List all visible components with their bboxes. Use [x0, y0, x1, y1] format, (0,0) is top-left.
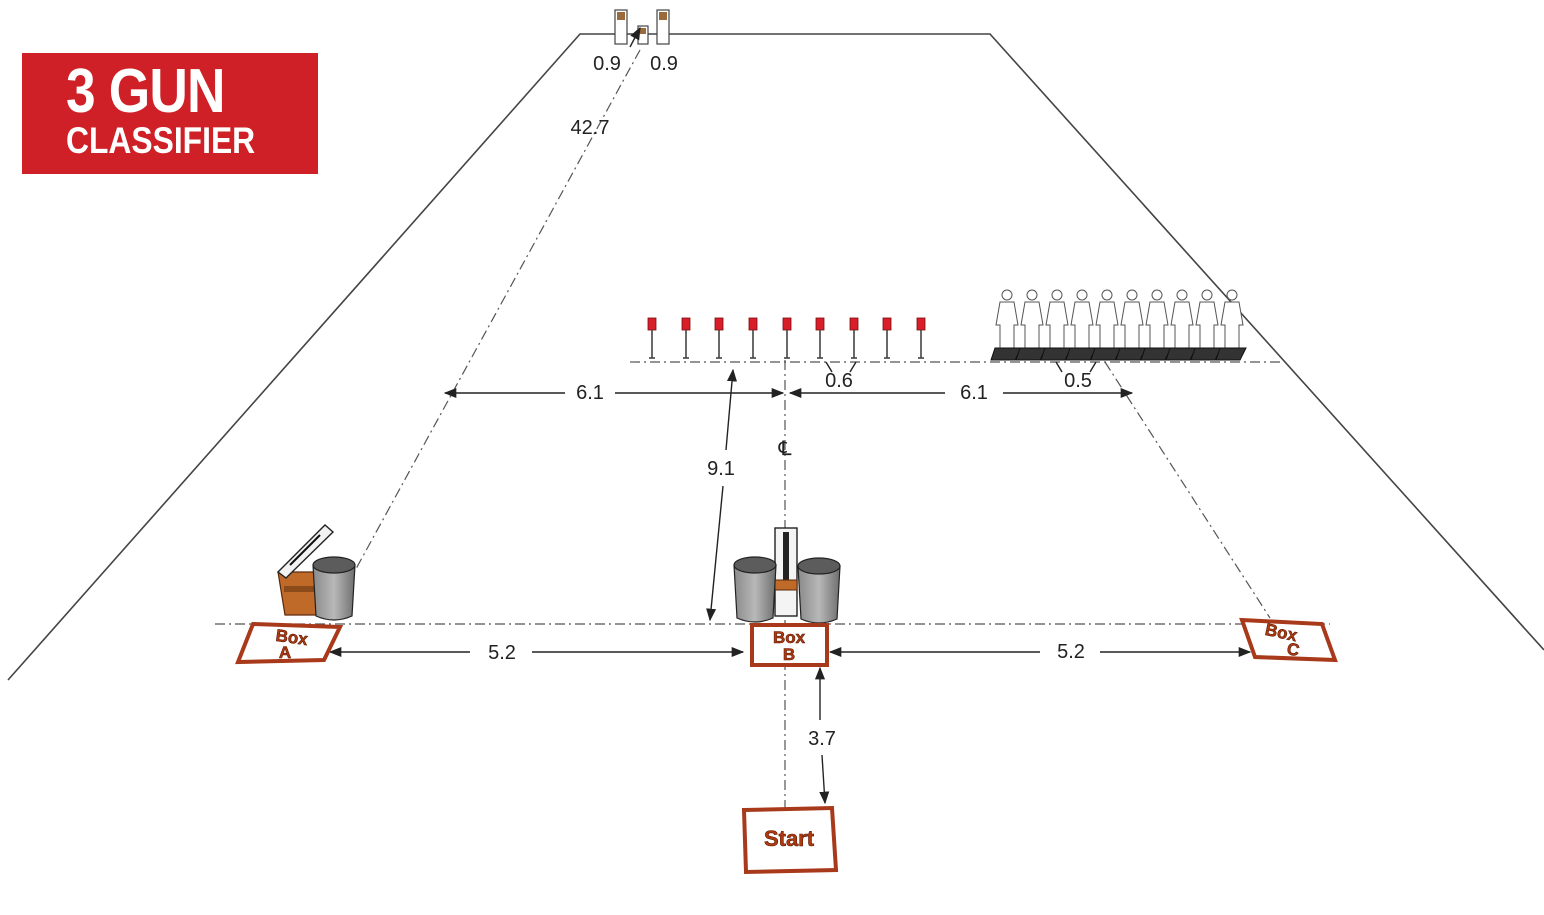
arrow-icon — [725, 368, 738, 451]
silhouette-target-icon — [1065, 289, 1097, 361]
steel-plate-icon — [815, 317, 825, 359]
far-targets — [614, 9, 670, 45]
box-a-label-line1: Box — [275, 626, 310, 649]
dim-plate-spacing: 0.6 — [825, 370, 853, 392]
steel-plate-icon — [681, 317, 691, 359]
arrow-icon — [629, 26, 641, 48]
box-a: Box A — [235, 621, 344, 665]
barrel-icon — [312, 556, 356, 621]
silhouette-row — [990, 289, 1247, 361]
start-label: Start — [764, 826, 815, 851]
silhouette-target-icon — [1215, 289, 1247, 361]
dim-top-right-gap: 0.9 — [650, 53, 678, 75]
steel-plate-row — [647, 317, 926, 359]
silhouette-target-icon — [1090, 289, 1122, 361]
box-b-label-line1: Box — [773, 628, 806, 647]
silhouette-target-icon — [1140, 289, 1172, 361]
silhouette-target-icon — [1190, 289, 1222, 361]
box-b-props — [733, 527, 841, 624]
leader-line — [1089, 361, 1097, 373]
dim-silhouette-spacing: 0.5 — [1064, 370, 1092, 392]
box-b-label-line2: B — [783, 645, 795, 664]
range-outline — [7, 33, 1544, 681]
steel-plate-icon — [782, 317, 792, 359]
steel-plate-icon — [916, 317, 926, 359]
silhouette-target-icon — [1040, 289, 1072, 361]
silhouette-target-icon — [990, 289, 1022, 361]
dim-forward-distance: 9.1 — [707, 458, 735, 480]
logo-line-2: CLASSIFIER — [66, 120, 256, 161]
dim-box-b-to-c: 5.2 — [1057, 641, 1085, 663]
classifier-logo: 3 GUN CLASSIFIER — [22, 53, 318, 174]
arrow-icon — [819, 754, 830, 805]
box-a-props — [276, 524, 356, 621]
logo-line-1: 3 GUN — [66, 57, 226, 126]
box-c-label-line2: C — [1285, 639, 1301, 660]
rifle-rack-icon — [276, 524, 335, 616]
dim-far-distance: 42.7 — [571, 117, 610, 139]
barrel-icon — [733, 556, 777, 623]
centerline-symbol: ℄ — [778, 438, 792, 460]
dim-right-offset: 6.1 — [960, 382, 988, 404]
silhouette-target-icon — [1015, 289, 1047, 361]
steel-plate-icon — [748, 317, 758, 359]
silhouette-target-icon — [1115, 289, 1147, 361]
dim-start-to-box-b: 3.7 — [808, 728, 836, 750]
arrow-icon — [706, 485, 724, 622]
box-b: Box B — [750, 623, 829, 667]
dim-box-a-to-b: 5.2 — [488, 642, 516, 664]
dim-left-offset: 6.1 — [576, 382, 604, 404]
leader-line — [1055, 361, 1063, 373]
box-a-label-line2: A — [279, 643, 291, 662]
construction-lines — [215, 49, 1330, 810]
dim-top-left-gap: 0.9 — [593, 53, 621, 75]
barrel-icon — [797, 557, 841, 624]
dimension-arrows — [328, 26, 1252, 805]
rifle-rack-icon — [774, 527, 798, 617]
leader-line — [849, 361, 857, 373]
steel-plate-icon — [714, 317, 724, 359]
start-box: Start — [741, 805, 839, 875]
leader-line — [825, 361, 833, 373]
steel-plate-icon — [647, 317, 657, 359]
steel-plate-icon — [849, 317, 859, 359]
steel-plate-icon — [882, 317, 892, 359]
silhouette-target-icon — [1165, 289, 1197, 361]
box-c: Box C — [1239, 617, 1338, 663]
